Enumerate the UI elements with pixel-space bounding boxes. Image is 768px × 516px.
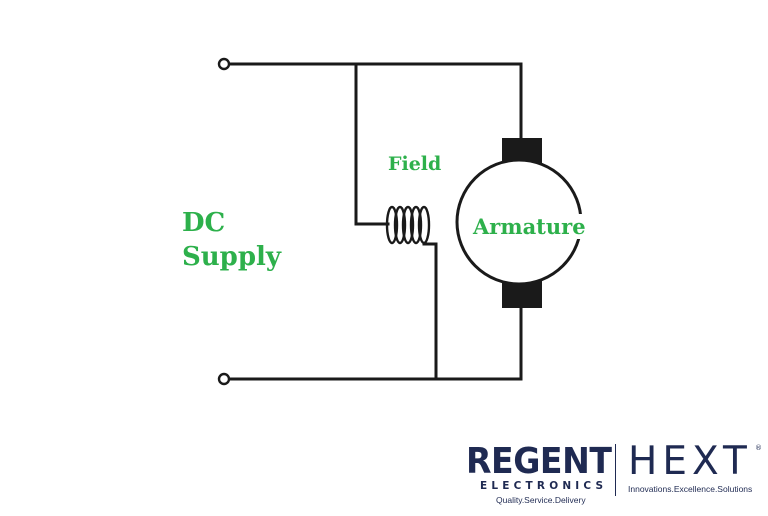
dc-supply-label-line2: Supply (182, 242, 282, 272)
logo-regent: REGENT (466, 441, 612, 482)
top-terminal (217, 57, 231, 71)
logo-tagline-left: Quality.Service.Delivery (496, 495, 586, 505)
bottom-terminal (217, 372, 231, 386)
dc-supply-label: DC Supply (182, 206, 281, 274)
logo-registered-mark: ® (755, 444, 762, 452)
logo-hext: HEXT (628, 439, 752, 484)
armature-label: Armature (472, 214, 587, 239)
logo-electronics: ELECTRONICS (480, 480, 608, 492)
field-label: Field (388, 153, 442, 175)
field-bottom-lead (422, 242, 438, 381)
field-coil (385, 205, 431, 245)
dc-supply-label-line1: DC (182, 208, 226, 238)
field-top-lead (354, 62, 390, 226)
logo-tagline-right: Innovations.Excellence.Solutions (628, 484, 753, 494)
logo-divider (615, 444, 616, 496)
company-logo: REGENT ELECTRONICS Quality.Service.Deliv… (462, 440, 762, 510)
